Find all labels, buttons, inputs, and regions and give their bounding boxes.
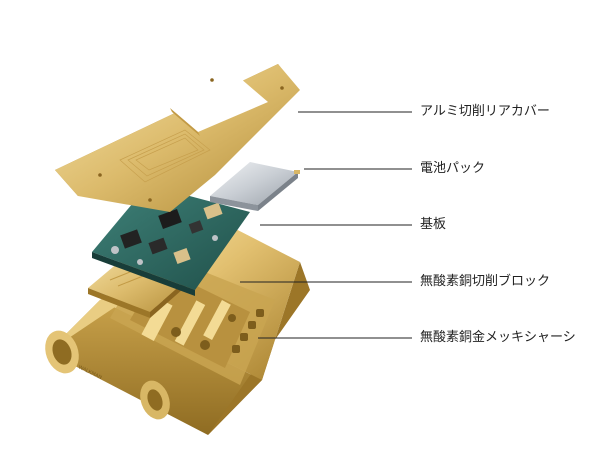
- callout-label-rear-cover: アルミ切削リアカバー: [420, 104, 550, 119]
- leader-lines: [240, 111, 412, 339]
- callout-label-copper-block: 無酸素銅切削ブロック: [420, 274, 551, 289]
- callout-label-battery: 電池パック: [420, 161, 486, 176]
- callout-label-chassis: 無酸素銅金メッキシャーシ: [420, 330, 576, 345]
- rear-cover: [55, 64, 300, 212]
- callout-label-circuit-board: 基板: [420, 217, 447, 232]
- circuit-board: [92, 185, 250, 296]
- battery-pack: [210, 162, 300, 211]
